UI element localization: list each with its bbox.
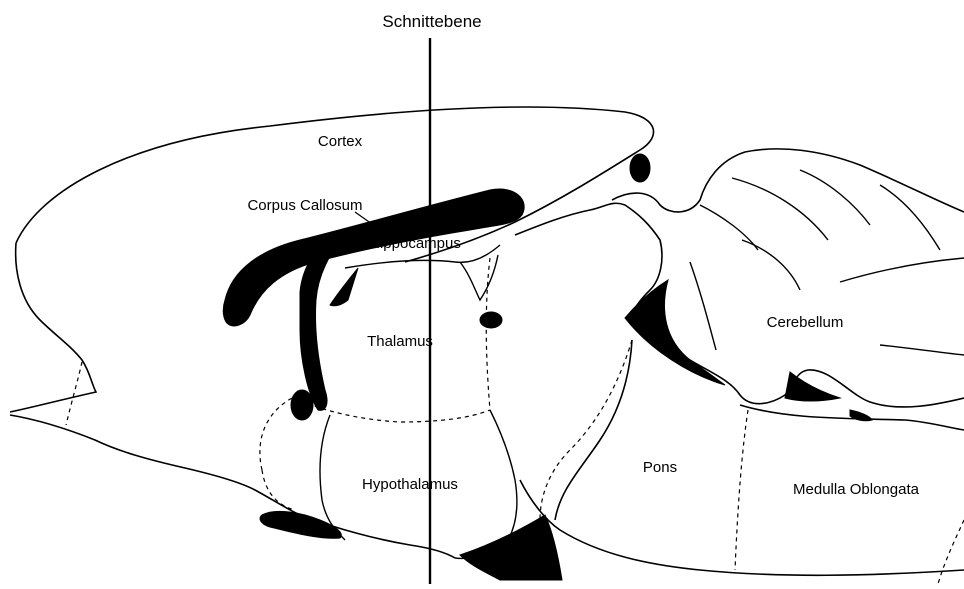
hypothalamus-label: Hypothalamus bbox=[362, 476, 458, 493]
hippocampus-wedge bbox=[330, 268, 358, 306]
cerebellum-folium-6 bbox=[690, 262, 716, 350]
hippocampus-label: Hippocampus bbox=[369, 235, 461, 252]
filled-structures bbox=[223, 154, 872, 580]
pineal-body bbox=[630, 154, 650, 182]
cerebellar-peduncle-wedge bbox=[625, 280, 725, 385]
section-plane-label: Schnittebene bbox=[382, 12, 481, 31]
cerebellum-folium-7 bbox=[742, 240, 800, 290]
medulla-oblongata-label: Medulla Oblongata bbox=[793, 481, 920, 498]
pituitary-wedge bbox=[460, 515, 562, 580]
cerebellum-folium-3 bbox=[800, 170, 870, 225]
pons-label: Pons bbox=[643, 459, 677, 476]
cerebellum-folium-8 bbox=[880, 345, 964, 355]
cerebellum-folium-5 bbox=[840, 258, 964, 282]
cerebellum-folium-2 bbox=[732, 178, 828, 240]
pons-contour bbox=[555, 340, 632, 520]
anterior-commissure bbox=[291, 390, 313, 420]
cerebellum-folium-4 bbox=[880, 185, 940, 250]
corpus-callosum-label: Corpus Callosum bbox=[247, 197, 362, 214]
cortex-lower-contour bbox=[10, 243, 96, 412]
cerebellum-label: Cerebellum bbox=[767, 314, 844, 331]
posterior-commissure bbox=[480, 312, 502, 328]
thalamus-label: Thalamus bbox=[367, 333, 433, 350]
cortex-label: Cortex bbox=[318, 133, 363, 150]
optic-chiasm bbox=[260, 511, 341, 538]
